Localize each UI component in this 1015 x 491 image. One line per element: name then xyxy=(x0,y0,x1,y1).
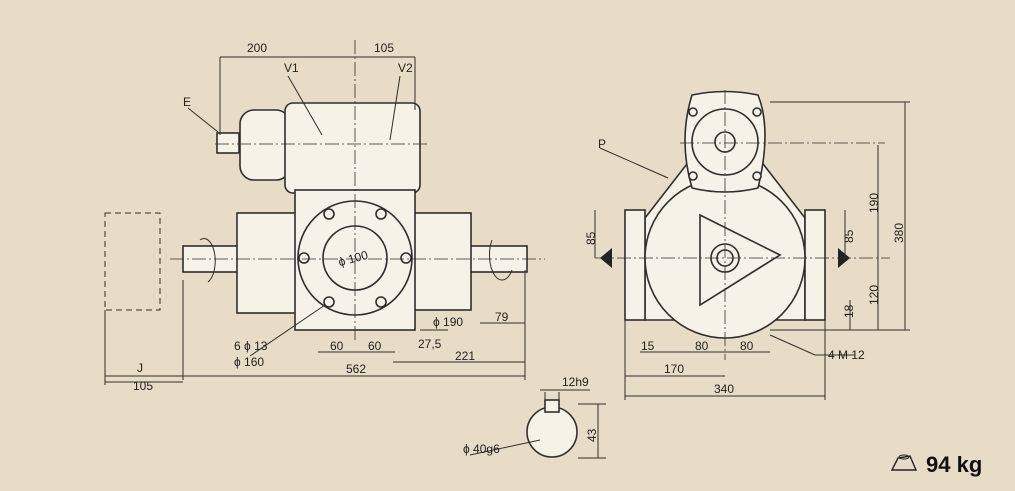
dim-80-left: 80 xyxy=(695,339,709,353)
valve-nut xyxy=(216,132,240,154)
dim-105-bottom: 105 xyxy=(133,379,153,393)
dim-105-top: 105 xyxy=(374,41,394,55)
rotation-arrows xyxy=(199,238,513,283)
dim-200: 200 xyxy=(247,41,267,55)
right-housing xyxy=(412,212,472,311)
dim-79: 79 xyxy=(495,310,509,324)
dim-221: 221 xyxy=(455,349,475,363)
key-12h9: 12h9 xyxy=(562,375,589,389)
dim-190: 190 xyxy=(867,193,881,213)
dim-562: 562 xyxy=(346,362,366,376)
label-e: E xyxy=(183,95,191,109)
dim-85-left: 85 xyxy=(584,231,598,245)
right-port-flange xyxy=(804,209,826,321)
dim-85-right: 85 xyxy=(842,229,856,243)
dia-190: ϕ 190 xyxy=(433,315,463,329)
label-v2: V2 xyxy=(398,61,413,75)
flange-holes xyxy=(298,208,412,308)
label-v1: V1 xyxy=(284,61,299,75)
bolts-4m12: 4 M 12 xyxy=(828,348,865,362)
weight-icon xyxy=(890,454,918,471)
label-j: J xyxy=(137,361,143,375)
left-housing xyxy=(236,212,298,314)
dim-120: 120 xyxy=(867,285,881,305)
dim-80-right: 80 xyxy=(740,339,754,353)
label-p: P xyxy=(598,137,606,151)
side-view xyxy=(594,90,910,400)
valve-block xyxy=(284,102,421,194)
valve-cylinder xyxy=(239,109,291,181)
shaft-section xyxy=(469,389,606,459)
dim-170: 170 xyxy=(664,362,684,376)
coupling-outline xyxy=(104,212,161,311)
dim-60-right: 60 xyxy=(368,339,382,353)
weight-label: 94 kg xyxy=(926,452,982,477)
dim-380: 380 xyxy=(892,223,906,243)
dim-340: 340 xyxy=(714,382,734,396)
dim-18: 18 xyxy=(842,304,856,318)
dim-60-left: 60 xyxy=(330,339,344,353)
dia-160: ϕ 160 xyxy=(234,355,264,369)
cover-plate xyxy=(699,213,782,307)
dim-43: 43 xyxy=(585,428,599,442)
dim-27-5: 27,5 xyxy=(418,337,442,351)
dia-40g6: ϕ 40g6 xyxy=(463,442,500,456)
front-view xyxy=(104,40,545,385)
left-port-flange xyxy=(624,209,646,321)
holes-6x13: 6 ϕ 13 xyxy=(234,339,268,353)
dim-15: 15 xyxy=(641,339,655,353)
